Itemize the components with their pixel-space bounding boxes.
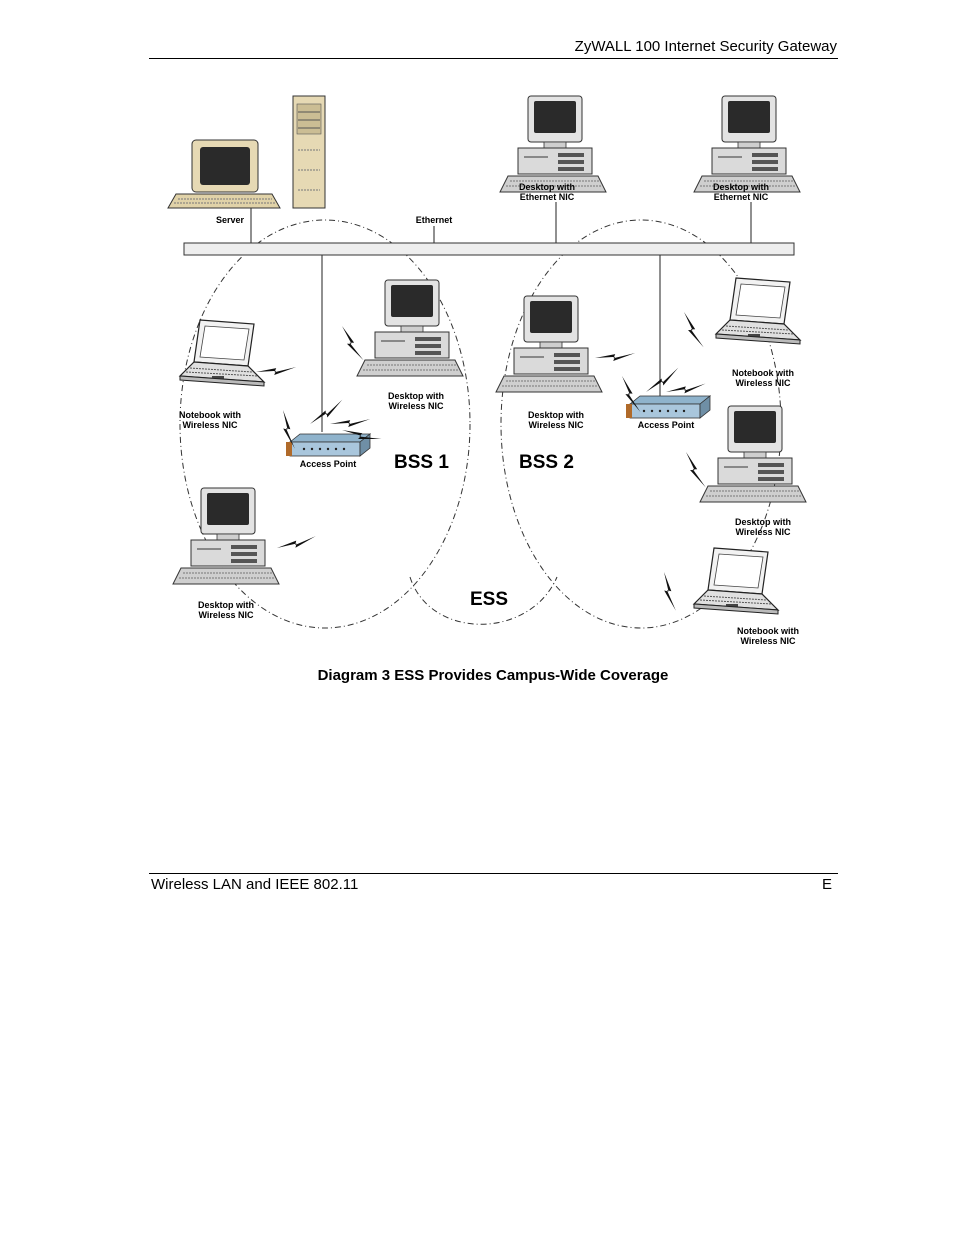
- header-rule: [149, 58, 838, 59]
- eth-desktop1-label-line2: Ethernet NIC: [520, 192, 575, 202]
- bss1-coverage-ellipse: [179, 219, 471, 629]
- ess-network-diagram: Server Ethernet Desktop with Ethernet NI…: [167, 95, 954, 646]
- eth-desktop1-label-line1: Desktop with: [519, 182, 575, 192]
- ethernet-desktop-2: [694, 96, 800, 192]
- server-label: Server: [216, 215, 245, 225]
- desktop-a-label-line2: Wireless NIC: [389, 401, 444, 411]
- page-header-title: ZyWALL 100 Internet Security Gateway: [574, 38, 837, 55]
- notebook-a-label-line2: Wireless NIC: [183, 420, 238, 430]
- notebook-c-label-line1: Notebook with: [737, 626, 799, 636]
- desktop-d-label-line1: Desktop with: [735, 517, 791, 527]
- desktop-bottom-bss1: [173, 488, 279, 584]
- desktop-c-label-line1: Desktop with: [528, 410, 584, 420]
- notebook-top-right-bss2: [715, 277, 801, 345]
- ethernet-desktop-1: [500, 96, 606, 192]
- desktop-top-bss1: [357, 280, 463, 376]
- desktop-b-label-line1: Desktop with: [198, 600, 254, 610]
- footer-section-title: Wireless LAN and IEEE 802.11: [151, 876, 359, 893]
- footer-page-id: E: [821, 876, 832, 893]
- desktop-d-label-line2: Wireless NIC: [736, 527, 791, 537]
- access-point-1: [285, 433, 371, 457]
- eth-desktop2-label-line1: Desktop with: [713, 182, 769, 192]
- ess-coverage-arc: [409, 576, 558, 625]
- access-point-1-label: Access Point: [300, 459, 357, 469]
- notebook-a-label-line1: Notebook with: [179, 410, 241, 420]
- figure-caption: Diagram 3 ESS Provides Campus-Wide Cover…: [317, 667, 669, 684]
- bss2-label: BSS 2: [519, 452, 574, 473]
- notebook-b-label-line2: Wireless NIC: [736, 378, 791, 388]
- server-computer: [167, 95, 326, 209]
- ethernet-backbone: [183, 242, 795, 256]
- desktop-c-label-line2: Wireless NIC: [529, 420, 584, 430]
- notebook-left-bss1: [179, 319, 265, 387]
- eth-desktop2-label-line2: Ethernet NIC: [714, 192, 769, 202]
- notebook-bottom-right-bss2: [693, 547, 779, 615]
- desktop-right-bss2: [700, 406, 806, 502]
- ethernet-label: Ethernet: [416, 215, 453, 225]
- notebook-b-label-line1: Notebook with: [732, 368, 794, 378]
- access-point-2-label: Access Point: [638, 420, 695, 430]
- ess-label: ESS: [470, 589, 508, 610]
- access-point-2: [625, 395, 711, 419]
- desktop-a-label-line1: Desktop with: [388, 391, 444, 401]
- footer-rule: [149, 873, 838, 874]
- desktop-b-label-line2: Wireless NIC: [199, 610, 254, 620]
- notebook-c-label-line2: Wireless NIC: [741, 636, 796, 646]
- bss1-label: BSS 1: [394, 452, 449, 473]
